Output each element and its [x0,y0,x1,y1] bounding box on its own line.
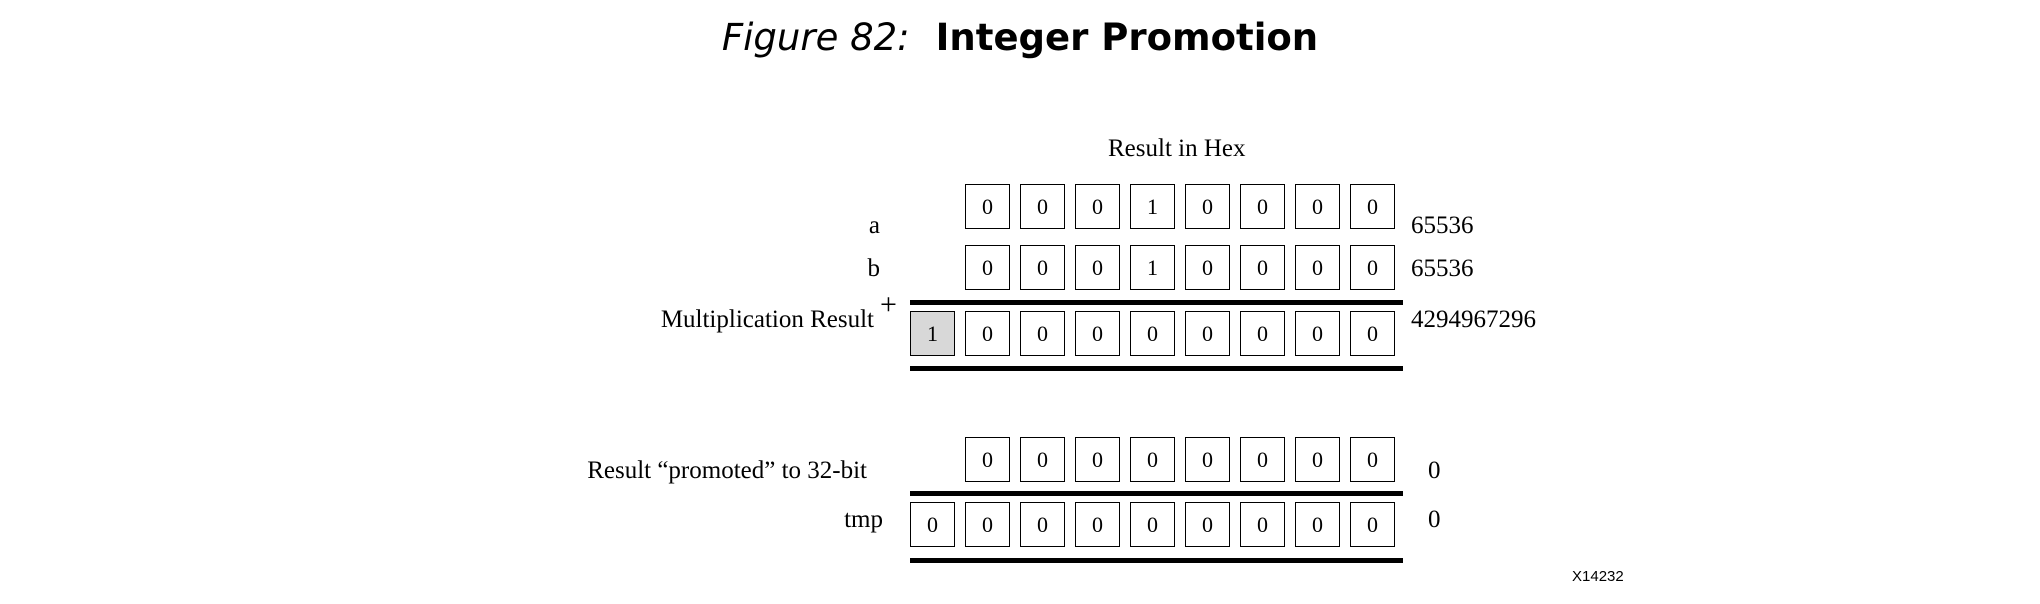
hex-digit-cell: 1 [1130,245,1175,290]
row-value-b: 65536 [1411,255,1474,282]
hex-digit-cell: 0 [1075,184,1120,229]
hex-digit-cell: 0 [1020,502,1065,547]
hex-digit-cell: 0 [1295,245,1340,290]
hex-digit-cell: 0 [1130,437,1175,482]
hex-digit-cell: 0 [1130,502,1175,547]
hex-digit-cell: 0 [965,437,1010,482]
hex-digit-cell: 0 [1185,311,1230,356]
hex-digit-cell: 0 [1185,245,1230,290]
row-label-multiplication-result: Multiplication Result [660,306,874,333]
hex-digit-cell: 0 [1350,184,1395,229]
hex-digit-cell: 1 [1130,184,1175,229]
hex-digit-cell: 0 [1240,311,1285,356]
hex-digit-cell: 0 [1185,437,1230,482]
hex-digit-cell: 0 [1295,502,1340,547]
row-label-a: a [868,212,880,239]
row-label-b: b [867,255,881,282]
hex-digit-cell: 0 [1240,502,1285,547]
hex-digit-cell: 0 [1350,245,1395,290]
hex-digit-cell: 0 [1020,311,1065,356]
assign-line-top [910,491,1403,496]
assign-line-bottom [910,558,1403,563]
row-value-a: 65536 [1411,212,1474,239]
row-value-tmp: 0 [1428,506,1441,533]
figure-title: Figure 82: Integer Promotion [0,16,2040,59]
hex-digit-cell: 0 [1185,184,1230,229]
hex-digit-cell: 0 [965,311,1010,356]
hex-digit-cell: 0 [1240,245,1285,290]
hex-digit-cell: 0 [1075,311,1120,356]
hex-digit-cell: 0 [1240,184,1285,229]
overflow-bit-cell: 1 [910,311,955,356]
hex-digit-cell: 0 [965,245,1010,290]
row-value-promoted: 0 [1428,457,1441,484]
hex-digit-cell: 0 [1075,245,1120,290]
plus-operator: + [880,288,897,321]
hex-digit-cell: 0 [1350,311,1395,356]
hex-digit-cell: 0 [1350,437,1395,482]
row-label-promoted: Result “promoted” to 32-bit [587,457,867,484]
hex-digit-cell: 0 [1350,502,1395,547]
hex-digit-cell: 0 [1295,311,1340,356]
figure-label: Figure 82: [721,16,910,59]
result-in-hex-header: Result in Hex [1108,135,1246,162]
hex-digit-cell: 0 [1130,311,1175,356]
tmp-extra-cell: 0 [910,502,955,547]
hex-digit-cell: 0 [1020,245,1065,290]
hex-digit-cell: 0 [1020,437,1065,482]
hex-digit-cell: 0 [965,502,1010,547]
hex-digit-cell: 0 [1295,184,1340,229]
hex-digit-cell: 0 [1295,437,1340,482]
row-value-multiplication-result: 4294967296 [1411,306,1536,333]
hex-digit-cell: 0 [1185,502,1230,547]
hex-digit-cell: 0 [1075,502,1120,547]
sum-line-bottom [910,366,1403,371]
row-label-tmp: tmp [844,506,883,533]
figure-name: Integer Promotion [935,16,1319,59]
hex-digit-cell: 0 [1020,184,1065,229]
sum-line-top [910,300,1403,305]
hex-digit-cell: 0 [1075,437,1120,482]
hex-digit-cell: 0 [1240,437,1285,482]
hex-digit-cell: 0 [965,184,1010,229]
figure-code: X14232 [1572,568,1624,585]
